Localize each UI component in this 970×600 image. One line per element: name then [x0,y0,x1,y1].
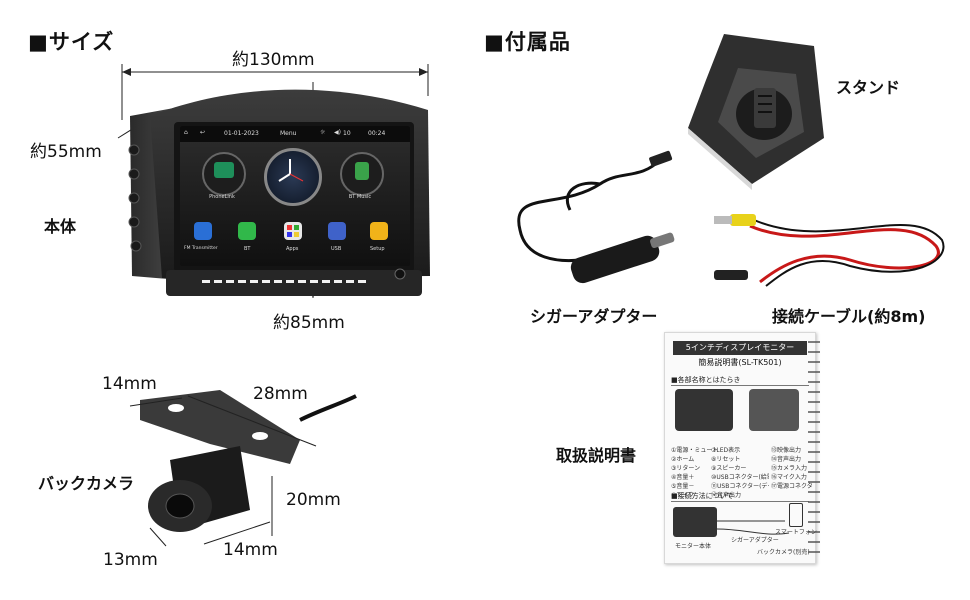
status-bar: ⌂ ↩ 01-01-2023 Menu ☼ ◀) 10 00:24 [180,126,410,142]
setup-icon[interactable] [370,222,388,240]
monitor-screen: ⌂ ↩ 01-01-2023 Menu ☼ ◀) 10 00:24 PhoneL… [180,126,410,266]
manual-part: ⑪USBコネクター(データ用) [711,483,769,490]
manual-part: ④音量＋ [671,474,695,481]
manual-part: ⑨スピーカー [711,465,747,472]
manual-part: ⑦LED表示 [711,447,741,454]
manual-phone-icon [789,503,803,527]
manual-part: ⑫音声出力 [711,492,742,499]
status-date: 01-01-2023 [224,130,259,137]
cam-dim-e: 14mm [223,540,278,560]
manual-connection-lines [716,520,790,535]
manual-part: ①電源・ミュート [671,447,719,454]
width-dimension: 約130mm [232,50,315,70]
phonelink-label: PhoneLink [209,194,235,200]
manual-part: ⑧リセット [711,456,741,463]
cable-image [714,214,945,287]
size-heading: ■サイズ [28,30,115,54]
manual-smartphone-label: スマートフォン [775,529,817,536]
manual-monitor-diagram [673,507,717,537]
cigar-adapter-label: シガーアダプター [530,307,658,326]
manual-title: 5インチディスプレイモニター [673,341,807,355]
cam-dim-c: 20mm [286,490,341,510]
manual-parts-left: ①電源・ミュート ②ホーム ③リターン ④音量＋ ⑤音量－ ⑥マイク [671,445,718,499]
manual-part: ⑰電源コネクター [771,483,813,490]
height-dimension: 約85mm [273,313,345,333]
analog-clock [264,148,322,206]
fm-transmitter-icon[interactable] [194,222,212,240]
usb-label: USB [331,246,342,252]
manual-document: 5インチディスプレイモニター 簡易説明書(SL-TK501) ■各部名称とはたら… [664,332,817,564]
manual-part: ③リターン [671,465,701,472]
manual-part: ⑮カメラ入力 [771,465,808,472]
manual-part: ⑥マイク [671,492,695,499]
cam-dim-b: 28mm [253,384,308,404]
accessories-heading: ■付属品 [484,30,571,54]
manual-camera-label: バックカメラ(別売) [757,549,810,556]
manual-adapter-label: シガーアダプター [731,537,779,544]
cable-label: 接続ケーブル(約8m) [772,307,926,326]
manual-part: ⑯マイク入力 [771,474,807,481]
back-camera-label: バックカメラ [38,474,135,493]
cam-dim-a: 14mm [102,374,157,394]
cam-dim-d: 13mm [103,550,158,570]
stand-label: スタンド [836,78,901,97]
depth-dimension: 約55mm [30,142,102,162]
cigar-adapter-image [517,150,675,284]
monitor-image: ⌂ ↩ 01-01-2023 Menu ☼ ◀) 10 00:24 PhoneL… [122,80,434,302]
volume-icon[interactable]: ◀) [334,129,341,136]
manual-part: ⑩USBコネクター(給電用) [711,474,769,481]
status-menu[interactable]: Menu [280,130,297,137]
setup-label: Setup [370,246,385,252]
manual-monitor-back [749,389,799,431]
manual-label: 取扱説明書 [556,446,637,465]
brightness-icon[interactable]: ☼ [320,129,326,136]
manual-part: ⑬映像出力 [771,447,802,454]
bt-icon[interactable] [238,222,256,240]
manual-part: ⑭音声出力 [771,456,802,463]
bt-music-label: BT Music [348,194,372,200]
bt-label: BT [244,246,251,252]
status-time: 00:24 [368,130,386,137]
manual-section1: ■各部名称とはたらき [671,375,809,386]
status-volume: 10 [343,130,351,137]
back-camera-image [129,390,357,547]
bt-music-icon [355,162,369,180]
manual-part: ②ホーム [671,456,695,463]
back-icon[interactable]: ↩ [200,129,206,136]
manual-subtitle: 簡易説明書(SL-TK501) [698,358,782,367]
body-label: 本体 [44,217,77,236]
manual-binding [808,341,820,553]
bt-music-widget[interactable] [340,152,384,196]
manual-parts-right: ⑬映像出力 ⑭音声出力 ⑮カメラ入力 ⑯マイク入力 ⑰電源コネクター [771,445,813,490]
apps-label: Apps [286,246,299,252]
phonelink-icon [214,162,234,178]
usb-icon[interactable] [328,222,346,240]
manual-parts-mid: ⑦LED表示 ⑧リセット ⑨スピーカー ⑩USBコネクター(給電用) ⑪USBコ… [711,445,769,499]
manual-part: ⑤音量－ [671,483,695,490]
apps-icon[interactable] [284,222,302,240]
phonelink-widget[interactable] [202,152,246,196]
manual-section2: ■接続方法について [671,491,809,502]
home-icon[interactable]: ⌂ [184,129,188,136]
manual-monitor-label: モニター本体 [675,543,712,550]
stand-image [688,34,824,190]
clock-hands [278,159,304,182]
fm-transmitter-label: FM Transmitter [184,246,218,251]
manual-monitor-front [675,389,733,431]
